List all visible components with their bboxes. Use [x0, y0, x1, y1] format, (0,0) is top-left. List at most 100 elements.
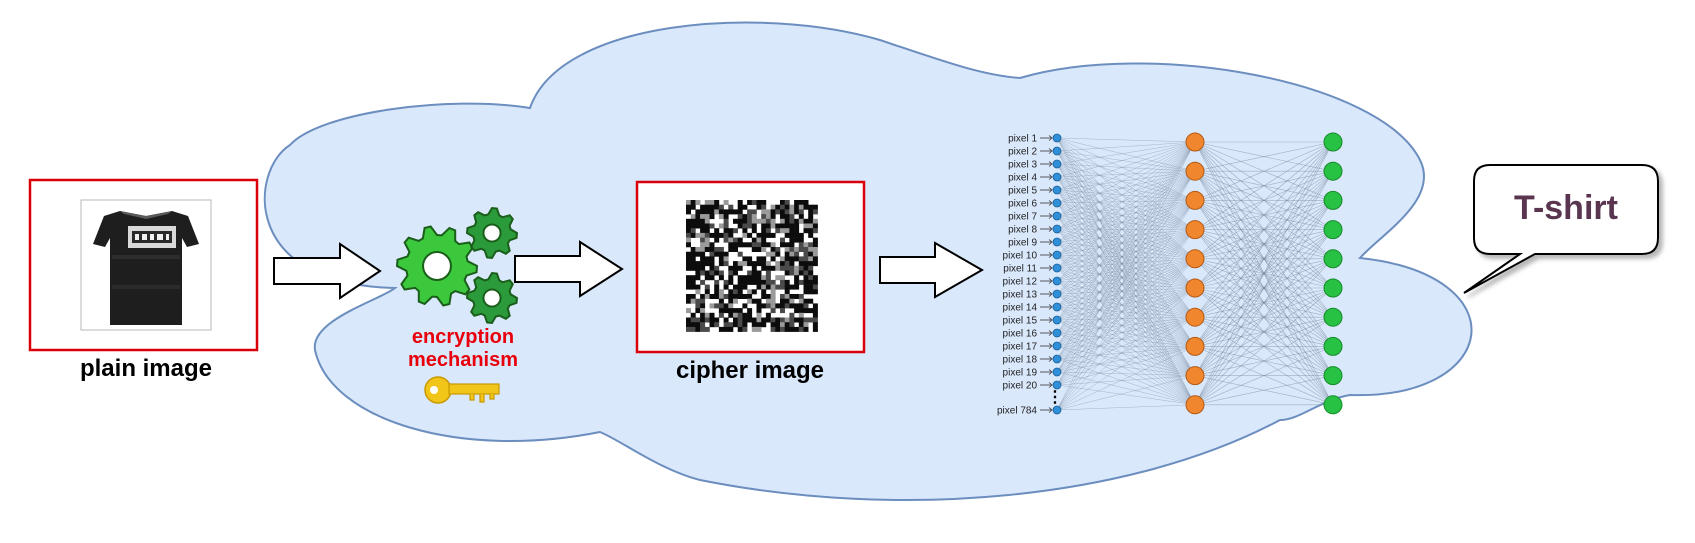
neural-network: pixel 1 pixel 2 pixel 3 pixel 4 pixel 5 pixel… — [997, 132, 1343, 417]
input-arrowhead — [1048, 356, 1053, 362]
input-label: pixel 1 — [1008, 134, 1037, 145]
input-node — [1052, 328, 1062, 338]
input-label: pixel 5 — [1008, 186, 1037, 197]
input-node — [1052, 302, 1062, 312]
input-label: pixel 13 — [1003, 290, 1038, 301]
output-node — [1323, 336, 1343, 356]
input-label: pixel 12 — [1003, 277, 1038, 288]
plain-image-label: plain image — [80, 355, 212, 382]
input-label: pixel 16 — [1003, 329, 1038, 340]
hidden-node — [1185, 336, 1205, 356]
input-label: pixel 10 — [1003, 251, 1038, 262]
input-node — [1052, 276, 1062, 286]
input-ellipsis: ⋮ — [1047, 389, 1063, 406]
input-arrowhead — [1048, 148, 1053, 154]
speech-bubble-icon — [1463, 164, 1659, 294]
output-node — [1323, 190, 1343, 210]
prediction-label: T-shirt — [1514, 189, 1618, 227]
input-node — [1052, 250, 1062, 260]
input-arrowhead — [1048, 239, 1053, 245]
input-label: pixel 18 — [1003, 355, 1038, 366]
input-arrowhead — [1048, 278, 1053, 284]
output-node — [1323, 307, 1343, 327]
hidden-node — [1185, 278, 1205, 298]
arrow-icon — [514, 240, 624, 298]
output-node — [1323, 366, 1343, 386]
input-arrowhead — [1048, 407, 1053, 413]
output-node — [1323, 161, 1343, 181]
input-label: pixel 20 — [1003, 381, 1038, 392]
input-node — [1052, 198, 1062, 208]
cipher-image — [686, 200, 818, 332]
output-node — [1323, 395, 1343, 415]
input-arrowhead — [1048, 291, 1053, 297]
input-node — [1052, 185, 1062, 195]
input-arrowhead — [1048, 304, 1053, 310]
input-node — [1052, 159, 1062, 169]
input-node — [1052, 341, 1062, 351]
input-label: pixel 14 — [1003, 303, 1038, 314]
input-label: pixel 4 — [1008, 173, 1037, 184]
cipher-image-label: cipher image — [676, 357, 824, 384]
hidden-node — [1185, 307, 1205, 327]
input-node — [1052, 224, 1062, 234]
input-arrowhead — [1048, 226, 1053, 232]
input-node — [1052, 380, 1062, 390]
input-label: pixel 3 — [1008, 160, 1037, 171]
input-arrowhead — [1048, 330, 1053, 336]
input-node — [1052, 133, 1062, 143]
input-label: pixel 9 — [1008, 238, 1037, 249]
input-arrowhead — [1048, 161, 1053, 167]
input-arrowhead — [1048, 252, 1053, 258]
encryption-label-line1: encryption — [412, 326, 514, 348]
input-node — [1052, 211, 1062, 221]
input-arrowhead — [1048, 317, 1053, 323]
input-node — [1052, 405, 1062, 415]
hidden-node — [1185, 132, 1205, 152]
input-label: pixel 19 — [1003, 368, 1038, 379]
input-label: pixel 8 — [1008, 225, 1037, 236]
input-label: pixel 15 — [1003, 316, 1038, 327]
arrow-icon — [273, 242, 382, 300]
hidden-node — [1185, 249, 1205, 269]
cloud-shape — [263, 21, 1473, 501]
input-arrowhead — [1048, 382, 1053, 388]
hidden-node — [1185, 220, 1205, 240]
input-arrowhead — [1048, 174, 1053, 180]
input-label: pixel 7 — [1008, 212, 1037, 223]
output-node — [1323, 278, 1343, 298]
hidden-node — [1185, 161, 1205, 181]
output-node — [1323, 249, 1343, 269]
input-arrowhead — [1048, 213, 1053, 219]
tshirt-icon — [93, 211, 199, 325]
input-node — [1052, 315, 1062, 325]
input-node — [1052, 354, 1062, 364]
gear-icon — [395, 206, 519, 325]
input-node — [1052, 367, 1062, 377]
input-arrowhead — [1048, 135, 1053, 141]
input-label: pixel 11 — [1003, 264, 1037, 275]
input-node — [1052, 237, 1062, 247]
input-node — [1052, 263, 1062, 273]
input-arrowhead — [1048, 369, 1053, 375]
output-node — [1323, 220, 1343, 240]
input-node — [1052, 289, 1062, 299]
encryption-label-line2: mechanism — [408, 349, 518, 371]
input-label: pixel 2 — [1008, 147, 1037, 158]
input-label: pixel 17 — [1003, 342, 1038, 353]
input-label: pixel 784 — [997, 406, 1037, 417]
input-arrowhead — [1048, 265, 1053, 271]
hidden-node — [1185, 395, 1205, 415]
input-arrowhead — [1048, 187, 1053, 193]
output-node — [1323, 132, 1343, 152]
plain-image — [80, 199, 212, 331]
arrow-icon — [879, 241, 985, 299]
input-arrowhead — [1048, 200, 1053, 206]
input-node — [1052, 172, 1062, 182]
input-node — [1052, 146, 1062, 156]
hidden-node — [1185, 366, 1205, 386]
hidden-node — [1185, 190, 1205, 210]
input-label: pixel 6 — [1008, 199, 1037, 210]
key-icon — [424, 376, 500, 404]
